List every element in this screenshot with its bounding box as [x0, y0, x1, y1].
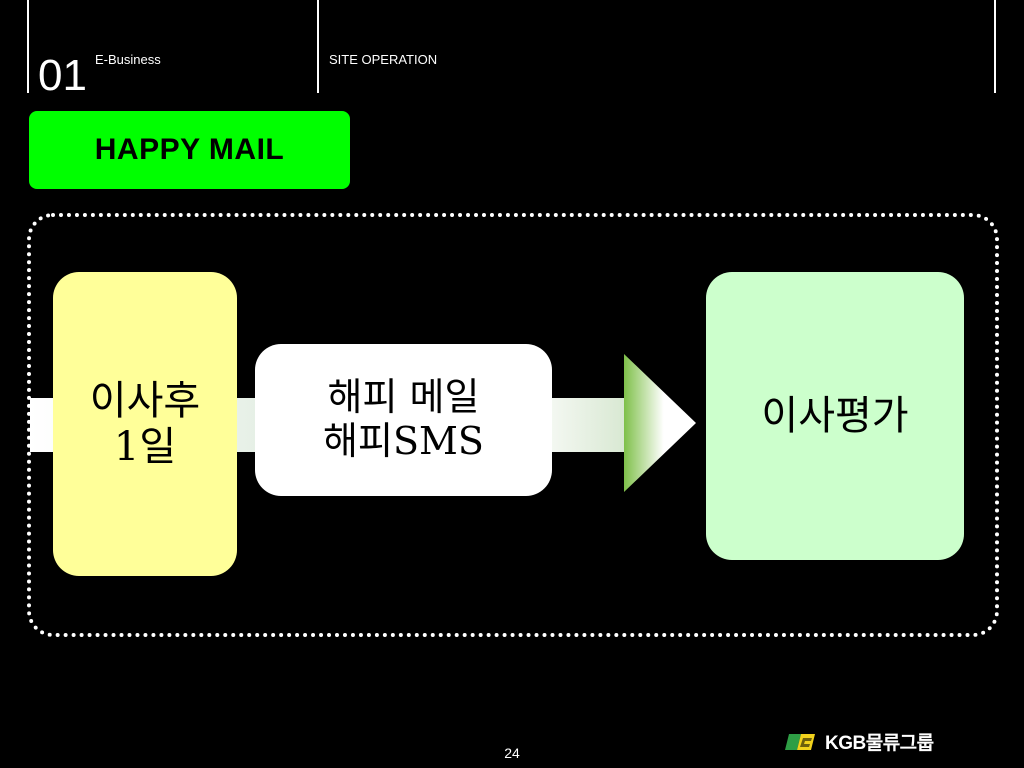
- step-happy-mail-line-1: 해피 메일: [327, 375, 480, 420]
- flow-arrow-icon: [624, 354, 696, 492]
- company-logo: KGB물류그룹: [783, 728, 934, 755]
- page-title: HAPPY MAIL: [29, 111, 350, 189]
- header-divider-left: [27, 0, 29, 93]
- logo-text: KGB물류그룹: [825, 733, 934, 754]
- step-move-evaluation-line-1: 이사평가: [761, 393, 909, 439]
- step-move-evaluation-box: 이사평가: [706, 272, 964, 560]
- step-happy-mail-box: 해피 메일 해피SMS: [255, 344, 552, 496]
- step-happy-mail-line-2: 해피SMS: [323, 419, 484, 463]
- step-after-move-line-1: 이사후: [89, 378, 201, 424]
- kgb-logo-mark-icon: [785, 733, 815, 750]
- page-number: 24: [504, 745, 520, 761]
- section-number: 01: [38, 51, 87, 100]
- header-divider-right: [994, 0, 996, 93]
- step-after-move-box: 이사후 1일: [53, 272, 237, 576]
- step-after-move-line-2: 1일: [113, 424, 177, 470]
- diagram-frame: [27, 213, 999, 637]
- section-subtitle: SITE OPERATION: [329, 52, 438, 67]
- connector-band-right: [550, 398, 626, 452]
- section-name: E-Business: [95, 52, 161, 67]
- header-divider-middle: [317, 0, 319, 93]
